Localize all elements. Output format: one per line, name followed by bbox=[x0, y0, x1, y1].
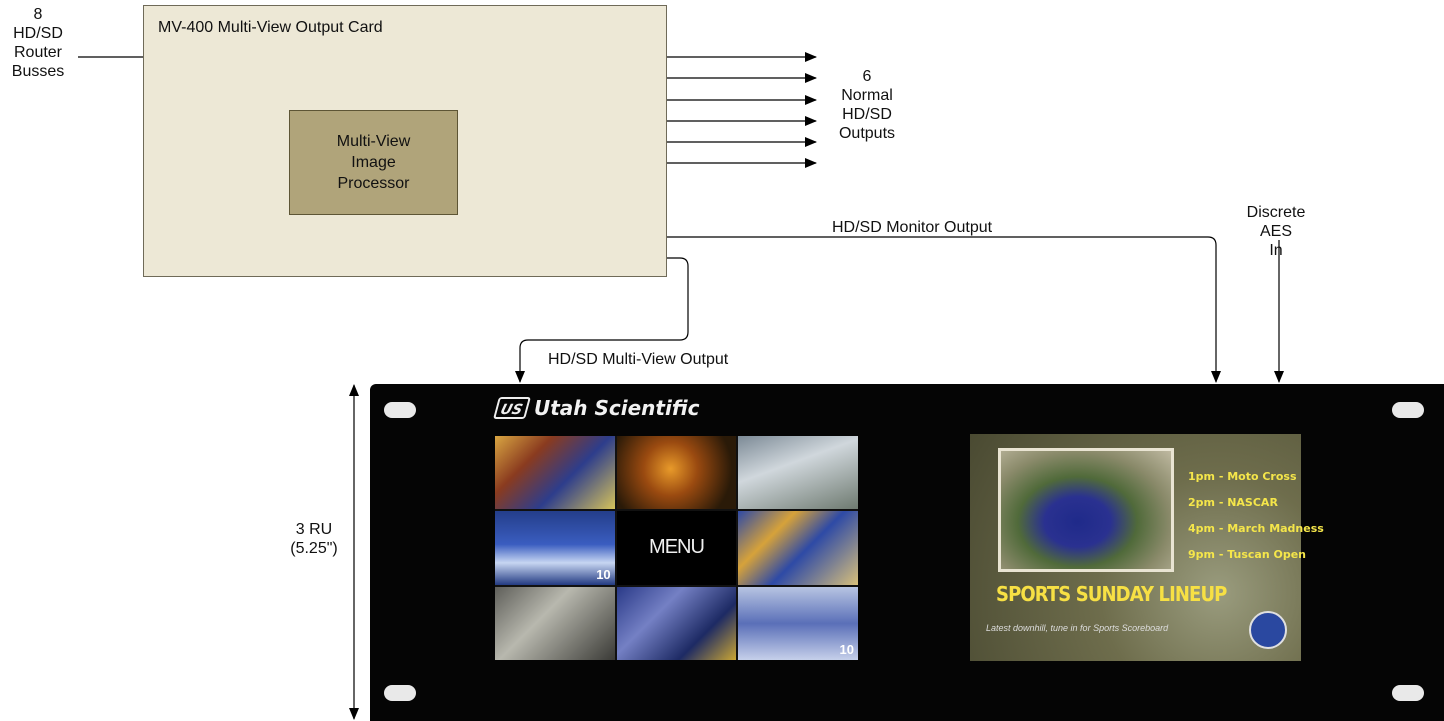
schedule-item: 4pm - March Madness bbox=[1188, 522, 1324, 535]
mounting-slot-top-right bbox=[1392, 402, 1424, 418]
aes-word-discrete: Discrete bbox=[1246, 204, 1306, 221]
brand-name: Utah Scientific bbox=[534, 396, 700, 420]
normal-outputs-format: HD/SD bbox=[842, 106, 892, 123]
schedule-item: 1pm - Moto Cross bbox=[1188, 470, 1297, 483]
mv-tile-9: 10 bbox=[738, 586, 858, 660]
router-busses-word-busses: Busses bbox=[11, 63, 65, 80]
schedule-item: 9pm - Tuscan Open bbox=[1188, 548, 1307, 561]
rack-units: 3 RU bbox=[295, 521, 333, 538]
mounting-slot-bottom-left bbox=[384, 685, 416, 701]
logo-mark-icon: US bbox=[493, 397, 531, 419]
router-busses-word-router: Router bbox=[13, 44, 63, 61]
aes-word-aes: AES bbox=[1259, 223, 1292, 240]
tile-badge: 10 bbox=[596, 566, 611, 582]
mv-tile-2 bbox=[616, 436, 737, 510]
normal-outputs-word-normal: Normal bbox=[841, 87, 893, 104]
schedule-list: 1pm - Moto Cross 2pm - NASCAR 4pm - Marc… bbox=[1188, 464, 1324, 568]
ticker-text: Latest downhill, tune in for Sports Scor… bbox=[986, 623, 1169, 633]
mv-tile-7 bbox=[495, 586, 615, 660]
rack-height-label: 3 RU (5.25") bbox=[284, 520, 344, 558]
processor-line-3: Processor bbox=[337, 175, 410, 192]
channel-logo-icon bbox=[1249, 611, 1287, 649]
multiview-output-label: HD/SD Multi-View Output bbox=[548, 351, 729, 368]
router-busses-format: HD/SD bbox=[13, 25, 63, 42]
motorcycle-photo bbox=[998, 448, 1174, 572]
router-busses-label: 8 HD/SD Router Busses bbox=[0, 5, 76, 81]
tile-badge: 10 bbox=[839, 642, 854, 657]
normal-outputs-label: 6 Normal HD/SD Outputs bbox=[826, 67, 908, 143]
menu-label: MENU bbox=[649, 536, 705, 559]
mounting-slot-top-left bbox=[384, 402, 416, 418]
card-title: MV-400 Multi-View Output Card bbox=[158, 19, 383, 36]
processor-line-1: Multi-View bbox=[336, 133, 411, 150]
menu-tile: MENU bbox=[616, 511, 737, 585]
headline: SPORTS SUNDAY LINEUP bbox=[996, 582, 1227, 606]
monitor-output-label: HD/SD Monitor Output bbox=[832, 219, 993, 236]
mv-tile-3 bbox=[738, 436, 858, 510]
monitor-display: 1pm - Moto Cross 2pm - NASCAR 4pm - Marc… bbox=[970, 434, 1324, 661]
mv-tile-8 bbox=[616, 586, 737, 660]
aes-word-in: In bbox=[1269, 242, 1283, 259]
normal-outputs-word-outputs: Outputs bbox=[838, 125, 896, 142]
mv-tile-1 bbox=[495, 436, 615, 510]
mounting-slot-bottom-right bbox=[1392, 685, 1424, 701]
schedule-item: 2pm - NASCAR bbox=[1188, 496, 1278, 509]
normal-outputs-count: 6 bbox=[862, 68, 872, 85]
router-busses-count: 8 bbox=[33, 6, 43, 23]
multiview-image-processor: Multi-View Image Processor bbox=[289, 110, 458, 215]
mv-tile-6 bbox=[738, 511, 858, 585]
rack-inches: (5.25") bbox=[290, 540, 338, 557]
utah-scientific-logo: US Utah Scientific bbox=[493, 396, 700, 420]
processor-line-2: Image bbox=[351, 154, 396, 171]
multiview-display: 10 MENU 10 bbox=[495, 436, 858, 660]
mv-tile-4: 10 bbox=[495, 511, 615, 585]
aes-input-label: Discrete AES In bbox=[1235, 203, 1317, 260]
